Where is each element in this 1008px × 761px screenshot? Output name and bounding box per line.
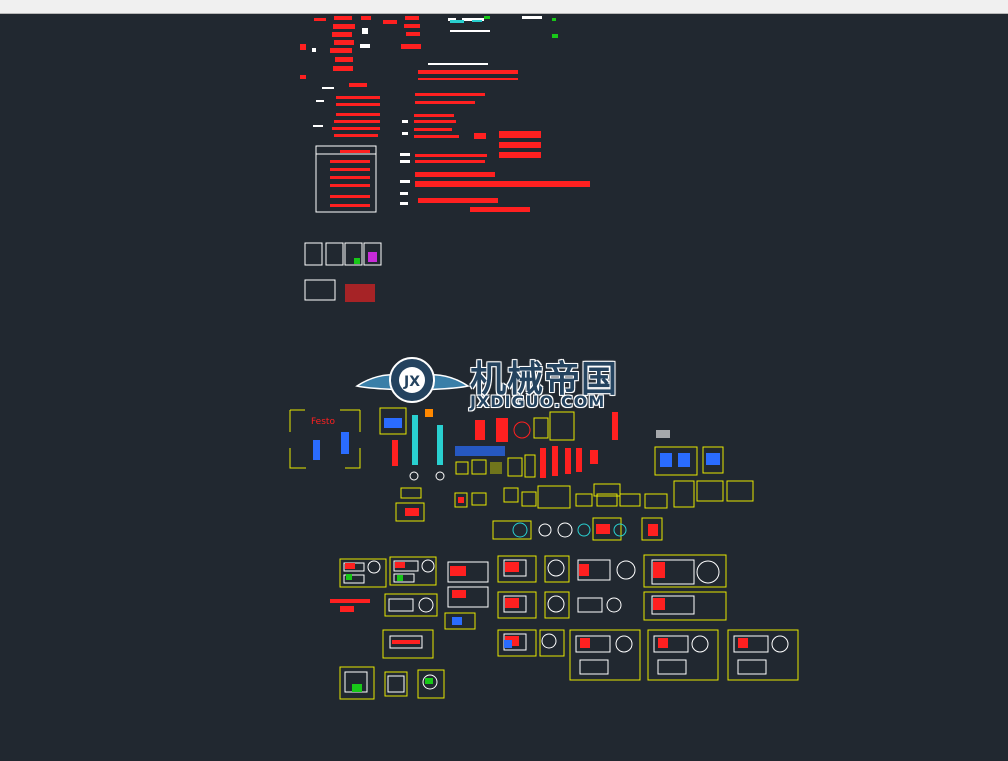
vertical-cylinders bbox=[379, 407, 445, 481]
symbol-library-top bbox=[300, 16, 590, 212]
watermark: JX 机械帝国 JXDIGUO.COM bbox=[355, 348, 655, 428]
cad-drawing bbox=[289, 16, 799, 700]
gear-wings-logo-icon: JX bbox=[355, 357, 470, 403]
window-titlebar bbox=[0, 0, 1008, 14]
festo-label: Festo bbox=[311, 417, 335, 427]
parts-table-block bbox=[315, 145, 377, 213]
component-row-middle bbox=[395, 485, 663, 541]
cad-drawing-canvas[interactable]: Festo JX 机械帝国 JXDIGUO.COM bbox=[0, 14, 1008, 761]
watermark-title: 机械帝国 bbox=[470, 359, 619, 400]
watermark-domain: JXDIGUO.COM bbox=[470, 392, 606, 411]
thumbnail-sheets bbox=[304, 242, 382, 302]
festo-cylinder-block bbox=[289, 409, 361, 469]
valve-symbols bbox=[455, 411, 670, 478]
motor-frames-lower bbox=[339, 554, 799, 700]
motor-frames-right bbox=[593, 446, 754, 509]
svg-text:JX: JX bbox=[403, 374, 420, 390]
